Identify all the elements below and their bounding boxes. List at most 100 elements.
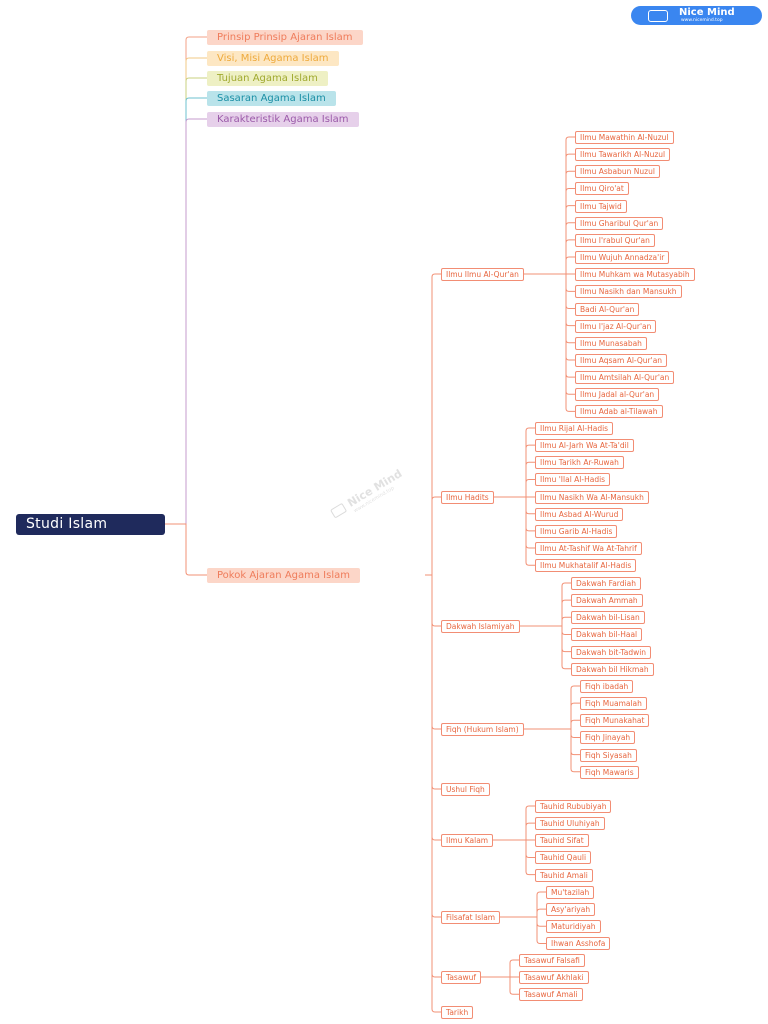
connector-line: [524, 273, 575, 361]
branch-node[interactable]: Dakwah Islamiyah: [441, 620, 520, 633]
topic-node[interactable]: Karakteristik Agama Islam: [207, 112, 359, 127]
leaf-node[interactable]: Tasawuf Falsafi: [519, 954, 585, 967]
leaf-node[interactable]: Mu'tazilah: [546, 886, 595, 899]
leaf-node[interactable]: Ilmu Mukhatalif Al-Hadis: [535, 559, 637, 573]
leaf-node[interactable]: Ilmu Tajwid: [575, 199, 627, 213]
leaf-node[interactable]: Ilmu Adab al-Tilawah: [575, 405, 663, 419]
connector-line: [520, 625, 571, 670]
connector-line: [481, 976, 519, 995]
connector-line: [524, 728, 580, 756]
leaf-node[interactable]: Dakwah bil-Haal: [571, 628, 643, 642]
leaf-node[interactable]: Asy'ariyah: [546, 903, 596, 917]
connector-line: [493, 822, 535, 841]
brain-logo-icon: [648, 10, 668, 22]
connector-line: [524, 256, 575, 275]
branch-node[interactable]: Ilmu Hadits: [441, 491, 494, 504]
topic-node[interactable]: Pokok Ajaran Agama Islam: [207, 568, 360, 583]
topic-node[interactable]: Tujuan Agama Islam: [207, 71, 328, 86]
connector-line: [524, 222, 575, 275]
topic-node[interactable]: Prinsip Prinsip Ajaran Islam: [207, 30, 363, 45]
leaf-node[interactable]: Tauhid Qauli: [535, 851, 592, 865]
branch-node[interactable]: Ushul Fiqh: [441, 783, 490, 796]
leaf-node[interactable]: Ilmu Wujuh Annadza'ir: [575, 251, 670, 265]
connector-line: [425, 574, 441, 730]
logo-url: www.nicemind.top: [681, 18, 723, 23]
leaf-node[interactable]: Dakwah Ammah: [571, 594, 643, 608]
leaf-node[interactable]: Dakwah bit-Tadwin: [571, 645, 652, 659]
leaf-node[interactable]: Ilmu Muhkam wa Mutasyabih: [575, 268, 695, 282]
connector-line: [494, 444, 535, 498]
connector-line: [520, 616, 571, 627]
branch-node[interactable]: Tarikh: [441, 1006, 474, 1019]
connector-line: [165, 57, 207, 525]
leaf-node[interactable]: Tauhid Rububiyah: [535, 800, 612, 813]
leaf-node[interactable]: Ilmu Munasabah: [575, 336, 647, 350]
leaf-node[interactable]: Ilmu 'Ilal Al-Hadis: [535, 473, 611, 487]
leaf-node[interactable]: Ilmu Gharibul Qur'an: [575, 216, 664, 230]
root-node[interactable]: Studi Islam: [16, 514, 165, 535]
leaf-node[interactable]: Tauhid Amali: [535, 868, 593, 882]
connector-line: [425, 273, 441, 576]
leaf-node[interactable]: Ilmu Aqsam Al-Qur'an: [575, 353, 668, 367]
connector-line: [493, 805, 535, 841]
topic-node[interactable]: Sasaran Agama Islam: [207, 91, 336, 106]
leaf-node[interactable]: Ilmu Amtsilah Al-Qur'an: [575, 371, 675, 385]
leaf-node[interactable]: Ilmu Al-Jarh Wa At-Ta'dil: [535, 439, 634, 453]
connector-line: [425, 574, 441, 841]
connector-line: [520, 625, 571, 635]
connector-line: [165, 97, 207, 525]
leaf-node[interactable]: Fiqh ibadah: [580, 680, 634, 693]
leaf-node[interactable]: Ilmu Tarikh Ar-Ruwah: [535, 456, 624, 470]
leaf-node[interactable]: Ilmu Garib Al-Hadis: [535, 524, 618, 538]
connector-line: [165, 77, 207, 525]
leaf-node[interactable]: Ilmu I'rabul Qur'an: [575, 233, 655, 247]
leaf-node[interactable]: Ilmu Rijal Al-Hadis: [535, 422, 614, 435]
leaf-node[interactable]: Ilmu Nasikh dan Mansukh: [575, 285, 682, 299]
connector-line: [494, 496, 535, 549]
connector-line: [520, 599, 571, 627]
leaf-node[interactable]: Ilmu Asbad Al-Wurud: [535, 507, 624, 521]
leaf-node[interactable]: Ilmu At-Tashif Wa At-Tahrif: [535, 542, 642, 556]
leaf-node[interactable]: Fiqh Mawaris: [580, 765, 639, 779]
leaf-node[interactable]: Ilmu Tawarikh Al-Nuzul: [575, 148, 671, 162]
connector-line: [524, 273, 575, 412]
connector-line: [494, 496, 535, 515]
leaf-node[interactable]: Tauhid Sifat: [535, 834, 589, 848]
leaf-node[interactable]: Dakwah Fardiah: [571, 577, 641, 590]
connector-line: [425, 574, 441, 627]
leaf-node[interactable]: Ilmu I'jaz Al-Qur'an: [575, 319, 657, 333]
leaf-node[interactable]: Tasawuf Amali: [519, 988, 583, 1002]
connector-line: [494, 478, 535, 498]
branch-node[interactable]: Ilmu Ilmu Al-Qur'an: [441, 268, 524, 281]
connector-line: [165, 118, 207, 525]
leaf-node[interactable]: Fiqh Muamalah: [580, 697, 647, 711]
leaf-node[interactable]: Ilmu Asbabun Nuzul: [575, 165, 660, 179]
branch-node[interactable]: Tasawuf: [441, 971, 481, 984]
leaf-node[interactable]: Ilmu Jadal al-Qur'an: [575, 388, 660, 402]
branch-node[interactable]: Filsafat Islam: [441, 911, 501, 924]
leaf-node[interactable]: Ilmu Mawathin Al-Nuzul: [575, 131, 674, 144]
connector-line: [524, 702, 580, 730]
leaf-node[interactable]: Dakwah bil-Lisan: [571, 611, 645, 625]
connector-line: [165, 523, 207, 576]
leaf-node[interactable]: Ilmu Qiro'at: [575, 182, 629, 196]
leaf-node[interactable]: Fiqh Siyasah: [580, 748, 637, 762]
branch-node[interactable]: Fiqh (Hukum Islam): [441, 723, 524, 736]
leaf-node[interactable]: Badi Al-Qur'an: [575, 302, 640, 316]
connector-line: [524, 685, 580, 730]
connector-line: [165, 36, 207, 525]
branch-node[interactable]: Ilmu Kalam: [441, 834, 494, 847]
leaf-node[interactable]: Ilmu Nasikh Wa Al-Mansukh: [535, 490, 649, 504]
nice-mind-logo[interactable]: Nice Mind www.nicemind.top: [631, 6, 762, 25]
leaf-node[interactable]: Ihwan Asshofa: [546, 937, 611, 951]
leaf-node[interactable]: Tasawuf Akhlaki: [519, 971, 589, 985]
connector-line: [493, 839, 535, 876]
leaf-node[interactable]: Fiqh Jinayah: [580, 731, 636, 745]
topic-node[interactable]: Visi, Misi Agama Islam: [207, 51, 339, 66]
leaf-node[interactable]: Maturidiyah: [546, 920, 601, 934]
leaf-node[interactable]: Tauhid Uluhiyah: [535, 817, 605, 831]
logo-title: Nice Mind: [679, 7, 735, 18]
leaf-node[interactable]: Dakwah bil Hikmah: [571, 662, 654, 676]
leaf-node[interactable]: Fiqh Munakahat: [580, 714, 650, 728]
